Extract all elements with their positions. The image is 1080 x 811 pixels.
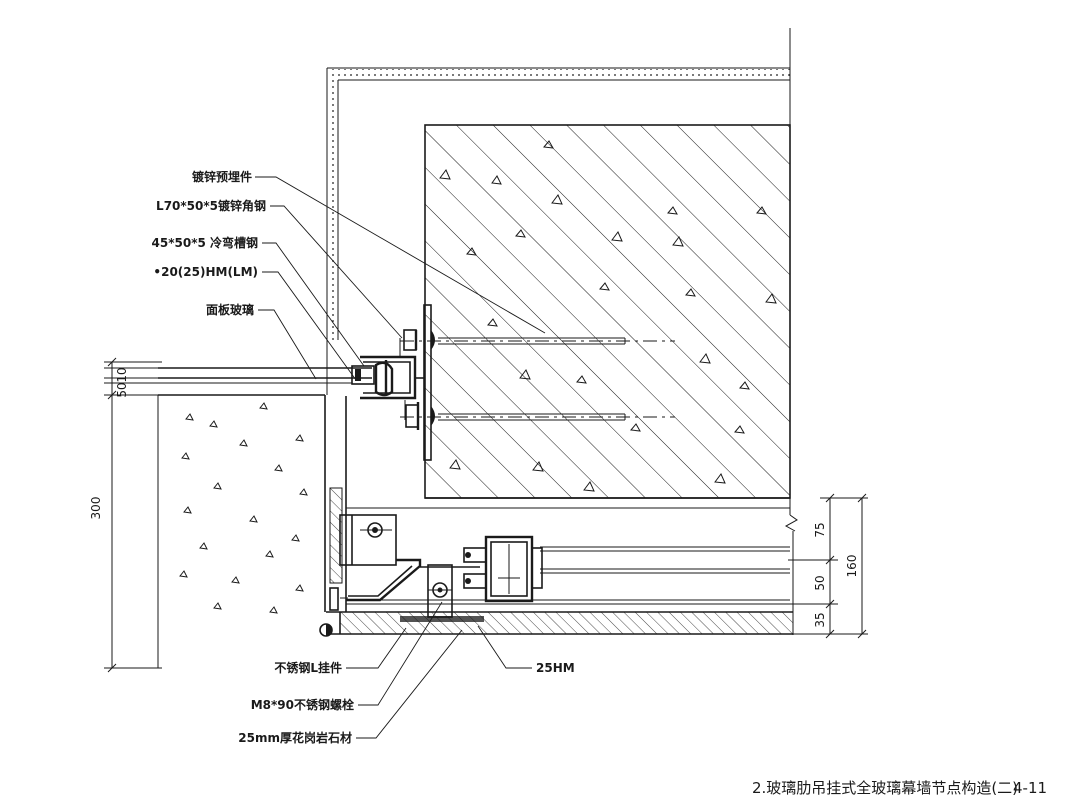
label-granite: 25mm厚花岗岩石材 bbox=[238, 730, 352, 745]
steel-tube-support bbox=[463, 535, 543, 603]
label-channel-steel: 45*50*5 冷弯槽钢 bbox=[152, 235, 258, 250]
dim-right-35: 35 bbox=[813, 612, 827, 627]
left-dimension-chain: 10 50 300 bbox=[89, 357, 162, 673]
concrete-beam bbox=[424, 124, 791, 499]
aggregate-marks bbox=[439, 140, 777, 492]
corner-joint-marker bbox=[319, 623, 333, 637]
dim-right-75: 75 bbox=[813, 522, 827, 537]
soffit-stone-cladding bbox=[326, 497, 793, 635]
dim-right-50: 50 bbox=[813, 575, 827, 590]
l-hanger-brackets bbox=[339, 514, 480, 618]
angle-and-channel-steel bbox=[360, 338, 424, 420]
label-face-glass: 面板玻璃 bbox=[206, 302, 254, 317]
right-dimension-chain: 75 50 35 160 bbox=[788, 493, 868, 639]
label-bolt: M8*90不锈钢螺栓 bbox=[251, 697, 354, 712]
column-aggregate-marks bbox=[179, 402, 308, 614]
dim-right-160: 160 bbox=[845, 555, 859, 578]
label-sealant: •20(25)HM(LM) bbox=[153, 265, 258, 279]
drawing-caption: 2.玻璃肋吊挂式全玻璃幕墙节点构造(二) 4-11 bbox=[752, 779, 1047, 797]
anchor-bolts bbox=[400, 337, 675, 421]
label-embed-plate: 镀锌预埋件 bbox=[192, 169, 252, 184]
label-l-hanger: 不锈钢L挂件 bbox=[274, 660, 342, 675]
leader-lines bbox=[255, 176, 546, 739]
column-stone-cladding bbox=[326, 396, 348, 612]
dim-left-50: 50 bbox=[115, 382, 129, 397]
dim-left-10: 10 bbox=[115, 367, 129, 382]
caption-page-number: 4-11 bbox=[1013, 779, 1047, 797]
embed-plate-assembly bbox=[403, 304, 435, 461]
label-25hm: 25HM bbox=[536, 661, 575, 675]
face-glass-panel bbox=[158, 365, 375, 385]
caption-title: 2.玻璃肋吊挂式全玻璃幕墙节点构造(二) bbox=[752, 779, 1018, 797]
label-angle-steel: L70*50*5镀锌角钢 bbox=[156, 198, 266, 213]
dim-left-300: 300 bbox=[89, 497, 103, 520]
concrete-column bbox=[157, 394, 326, 668]
callout-labels: 镀锌预埋件 L70*50*5镀锌角钢 45*50*5 冷弯槽钢 •20(25)H… bbox=[152, 169, 575, 745]
